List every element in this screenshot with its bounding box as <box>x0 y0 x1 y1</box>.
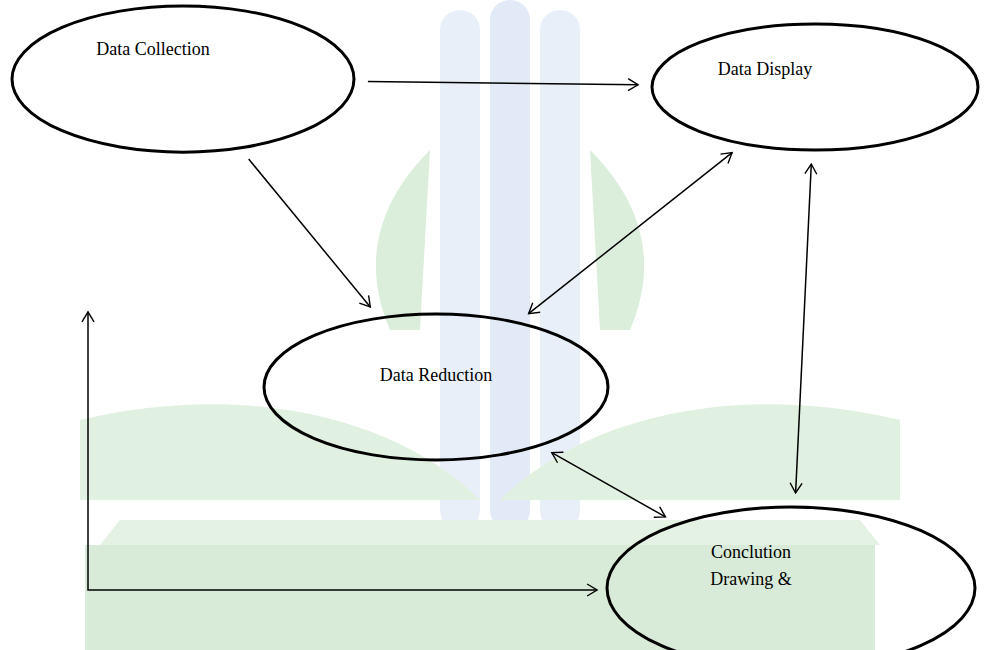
flow-arrow <box>529 153 733 314</box>
node-label: Data Display <box>718 56 812 83</box>
text-group: Data Collection <box>96 36 209 63</box>
flow-arrow <box>249 159 371 307</box>
text-group: Conclution Drawing & <box>696 539 806 593</box>
node-label: Data Reduction <box>380 362 492 389</box>
ellipse-shape <box>12 6 354 152</box>
flow-arrow <box>796 164 812 493</box>
ellipse-shape <box>264 314 608 460</box>
node-label: Conclution Drawing & <box>696 539 806 593</box>
process-ellipse: Data Reduction <box>262 312 610 462</box>
process-ellipse: Data Display <box>650 22 980 152</box>
text-group: Data Reduction <box>380 362 492 389</box>
ellipse-outline <box>650 22 980 152</box>
text-group: Data Display <box>718 56 812 83</box>
ellipse-shape <box>652 24 978 150</box>
process-ellipse: Data Collection <box>10 4 356 154</box>
process-ellipse: Conclution Drawing & <box>605 505 977 650</box>
node-label: Data Collection <box>96 36 209 63</box>
ellipse-outline <box>262 312 610 462</box>
flow-arrow <box>368 81 638 84</box>
ellipse-shape <box>607 507 975 650</box>
flow-arrow <box>552 453 666 517</box>
ellipse-outline <box>10 4 356 154</box>
